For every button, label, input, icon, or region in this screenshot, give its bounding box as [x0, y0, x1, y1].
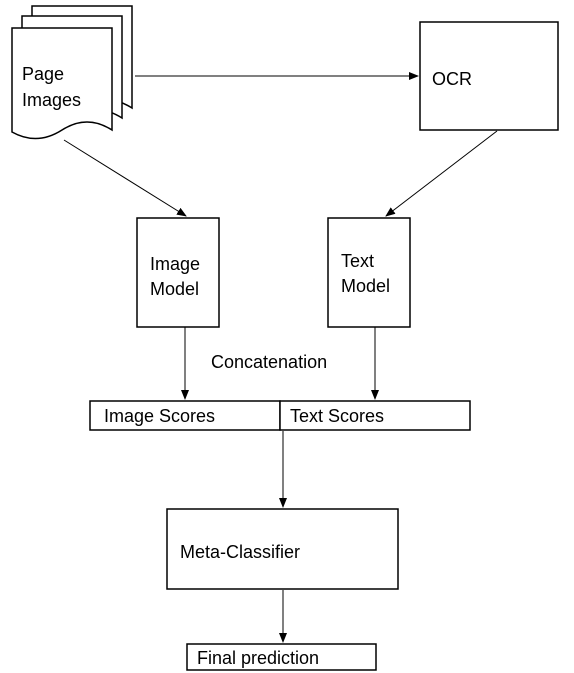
arrow-page-images-to-image-model — [63, 139, 187, 217]
text-scores-label: Text Scores — [290, 406, 384, 426]
ocr-node: OCR — [419, 21, 559, 131]
image-model-box — [136, 217, 220, 328]
text-model-box — [327, 217, 411, 328]
text-scores-box — [279, 400, 471, 431]
page-images-node: Page Images — [11, 5, 133, 140]
final-prediction-label: Final prediction — [197, 648, 319, 668]
text-model-node: Text Model — [327, 217, 411, 328]
page-images-label-line2: Images — [22, 90, 81, 110]
concatenation-label: Concatenation — [211, 352, 327, 372]
meta-classifier-box — [166, 508, 399, 590]
image-model-label-line2: Model — [150, 279, 199, 299]
image-model-label-line1: Image — [150, 254, 200, 274]
final-prediction-box — [186, 643, 377, 671]
page-images-label-line1: Page — [22, 64, 64, 84]
text-model-label-line1: Text — [341, 251, 374, 271]
ocr-label: OCR — [432, 69, 472, 89]
meta-classifier-node: Meta-Classifier — [166, 508, 399, 590]
meta-classifier-label: Meta-Classifier — [180, 542, 300, 562]
image-scores-label: Image Scores — [104, 406, 215, 426]
final-prediction-node: Final prediction — [186, 643, 377, 671]
ocr-box — [419, 21, 559, 131]
text-model-label-line2: Model — [341, 276, 390, 296]
image-model-node: Image Model — [136, 217, 220, 328]
arrow-ocr-to-text-model — [385, 130, 498, 217]
page-image-front — [11, 27, 113, 140]
scores-row: Image Scores Text Scores — [89, 400, 471, 431]
